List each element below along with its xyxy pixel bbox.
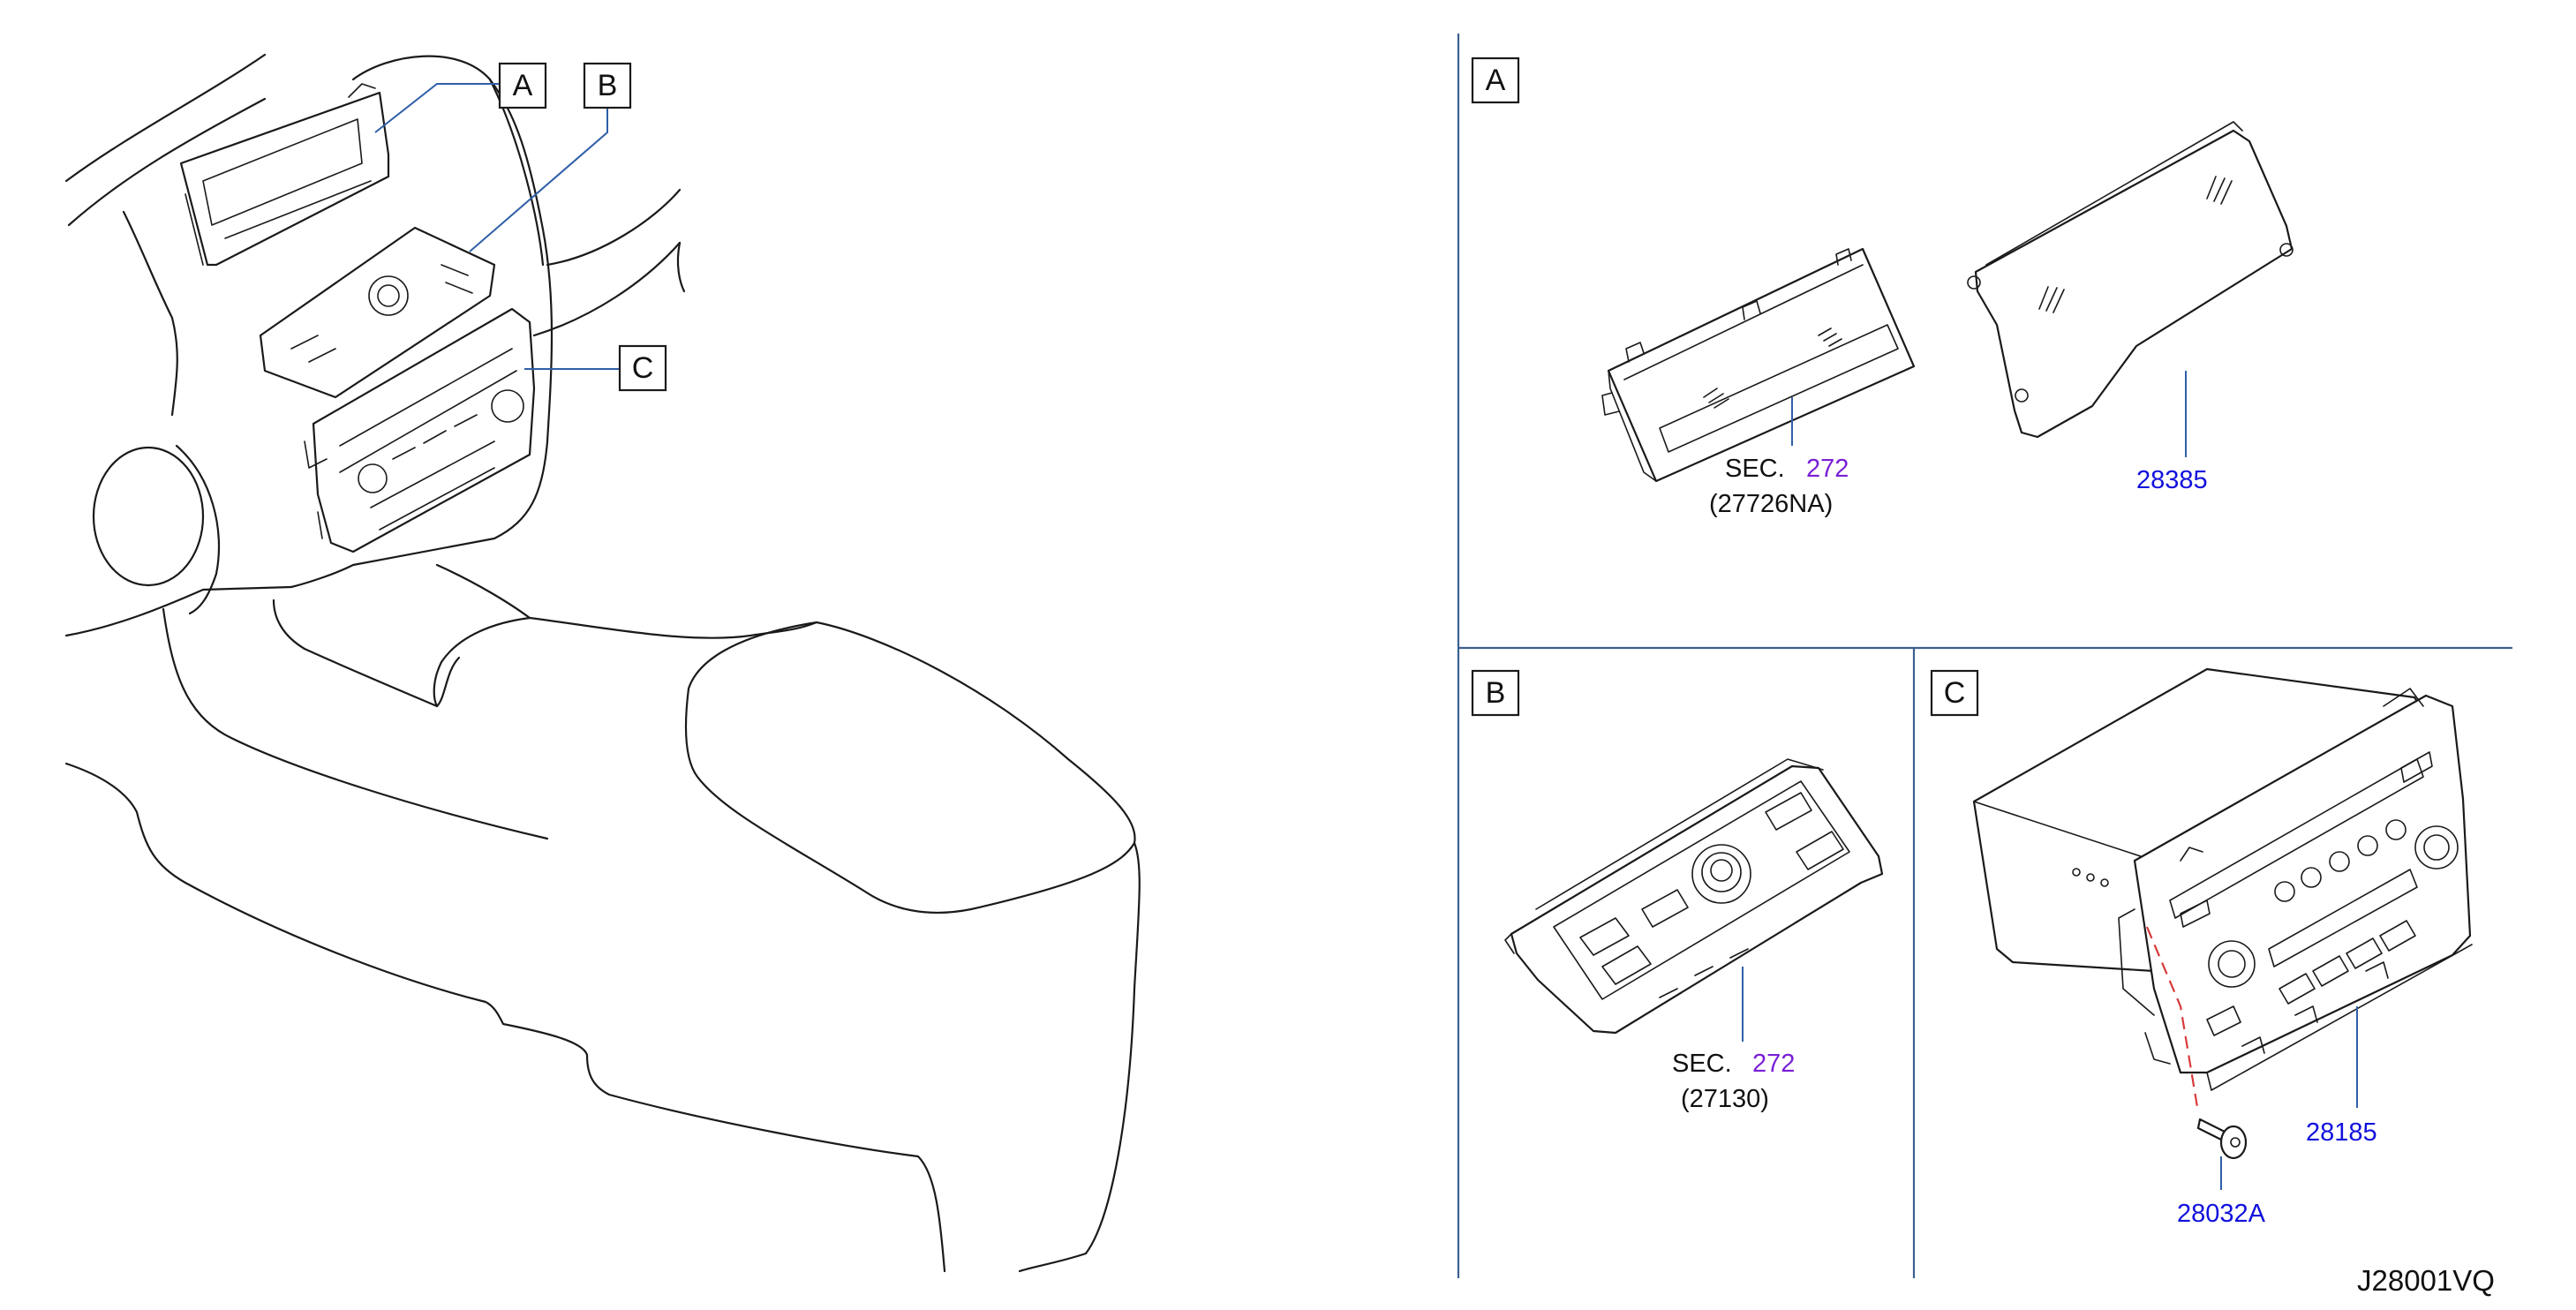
panel-a: A SEC. 272 (27726NA) 28385 — [1471, 56, 2294, 518]
screw-28032a — [2196, 1118, 2248, 1160]
callout-c-overview: C — [618, 344, 667, 392]
callout-c-panel: C — [1944, 676, 1966, 710]
dashboard-overview: A B C — [64, 53, 1141, 1273]
display-unit-sec-number: 272 — [1806, 455, 1849, 483]
panel-dividers — [1457, 34, 2512, 1278]
controller-sec-number: 272 — [1752, 1050, 1795, 1078]
display-unit-part-code: (27726NA) — [1709, 490, 1833, 518]
audio-unit-28185 — [1972, 667, 2473, 1091]
panel-c: C — [1930, 667, 2473, 1228]
drawing-code: J28001VQ — [2357, 1264, 2495, 1297]
audio-unit-part-number: 28185 — [2306, 1118, 2377, 1147]
overview-audio-unit — [304, 307, 536, 553]
svg-text:B: B — [598, 69, 618, 102]
overview-controller-unit — [259, 226, 496, 399]
svg-text:A: A — [513, 69, 533, 102]
display-unit-sec-prefix: SEC. — [1725, 455, 1785, 483]
panel-b: B SEC. 272 (27130) — [1471, 669, 1884, 1113]
callout-a-panel: A — [1486, 64, 1506, 97]
callout-a-overview: A — [498, 62, 547, 109]
finisher-glass-28385 — [1967, 121, 2294, 439]
callout-b-overview: B — [583, 62, 632, 109]
overview-display-unit — [179, 83, 390, 267]
svg-text:C: C — [632, 351, 654, 385]
screw-part-number: 28032A — [2177, 1200, 2266, 1228]
callout-b-panel: B — [1486, 676, 1506, 710]
controller-unit-27130 — [1504, 758, 1884, 1035]
controller-part-code: (27130) — [1681, 1085, 1769, 1113]
controller-sec-prefix: SEC. — [1672, 1050, 1732, 1078]
finisher-part-number: 28385 — [2136, 466, 2208, 494]
display-unit-27726na — [1601, 247, 1916, 483]
